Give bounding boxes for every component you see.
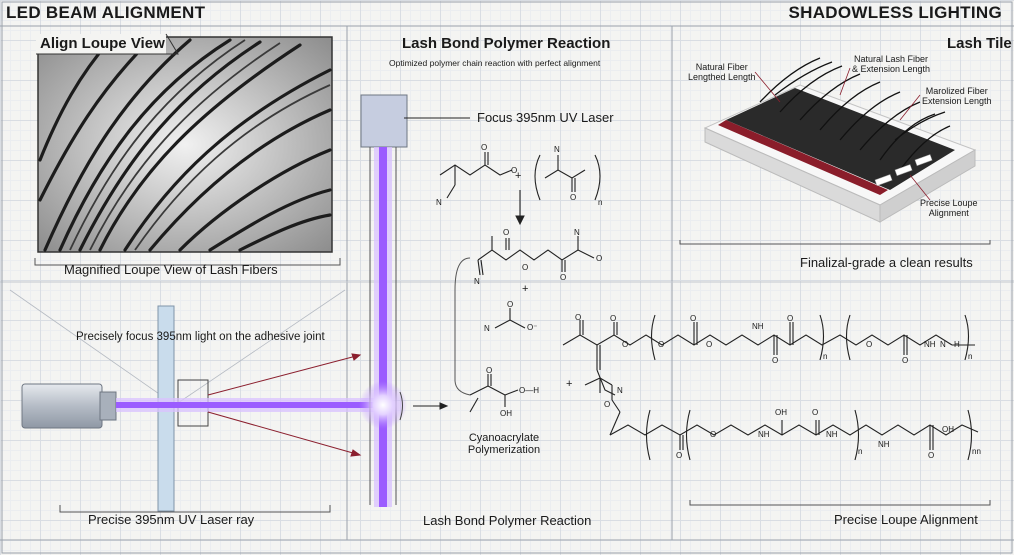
atom-o: O: [486, 366, 493, 375]
atom-nh: NH: [826, 430, 838, 439]
atom-o: O: [604, 400, 611, 409]
label-natural-lash-1: Natural Lash Fiber: [854, 54, 929, 64]
left-header: LED BEAM ALIGNMENT: [6, 3, 206, 22]
atom-o: O: [575, 313, 582, 322]
label-precise-2: Alignment: [928, 208, 969, 218]
reaction-subtitle: Optimized polymer chain reaction with pe…: [389, 58, 601, 68]
plus-sign: +: [515, 170, 522, 182]
label-natural-fiber-2: Lengthed Length: [688, 72, 756, 82]
atom-h: H: [954, 340, 960, 349]
tile-title: Lash Tile: [947, 35, 1012, 52]
label-natural-lash-2: & Extension Length: [852, 64, 931, 74]
atom-o: O: [560, 273, 567, 282]
atom-o: O: [710, 430, 717, 439]
right-header: SHADOWLESS LIGHTING: [788, 3, 1002, 22]
atom-o: O: [503, 228, 510, 237]
atom-o: O: [596, 254, 603, 263]
tile-caption: Finalizal-grade a clean results: [800, 255, 973, 270]
atom-o: O: [511, 166, 518, 175]
atom-o: O: [787, 314, 794, 323]
loupe-title: Align Loupe View: [40, 35, 165, 52]
atom-o: O: [507, 300, 514, 309]
cyano-line-1: Cyanoacrylate: [468, 432, 540, 444]
atom-o: O: [772, 356, 779, 365]
atom-oh: OH: [942, 425, 954, 434]
laser-label: Focus 395nm UV Laser: [477, 110, 614, 125]
atom-o-minus: O⁻: [527, 323, 538, 332]
atom-o: O: [522, 263, 529, 272]
label-natural-lash: Natural Lash Fiber & Extension Length: [852, 54, 930, 74]
atom-o: O: [928, 451, 935, 460]
beam-footer: Precise 395nm UV Laser ray: [88, 512, 255, 527]
atom-nh: NH: [752, 322, 764, 331]
plus-sign: +: [566, 378, 573, 390]
atom-n: N: [617, 386, 623, 395]
atom-n: N: [474, 277, 480, 286]
reaction-title: Lash Bond Polymer Reaction: [402, 35, 611, 52]
subscript-n: n: [968, 352, 973, 361]
atom-n: N: [940, 340, 946, 349]
atom-o: O: [658, 340, 665, 349]
subscript-n: n: [598, 198, 603, 207]
subscript-nn: nn: [972, 447, 981, 456]
atom-o: O: [610, 314, 617, 323]
reaction-footer: Lash Bond Polymer Reaction: [423, 513, 592, 528]
atom-o: O: [902, 356, 909, 365]
atom-nh: NH: [924, 340, 936, 349]
cyano-line-2: Polymerization: [467, 444, 541, 456]
label-precise-1: Precise Loupe: [920, 198, 978, 208]
subscript-n: n: [823, 352, 828, 361]
loupe-caption: Magnified Loupe View of Lash Fibers: [64, 262, 278, 277]
atom-o: O: [690, 314, 697, 323]
atom-o: O: [866, 340, 873, 349]
atom-o: O: [622, 340, 629, 349]
atom-o: O: [481, 143, 488, 152]
atom-nh: NH: [758, 430, 770, 439]
focus-text: Precisely focus 395nm light on the adhes…: [76, 331, 325, 343]
atom-oh: OH: [775, 408, 787, 417]
label-natural-fiber-1: Natural Fiber: [695, 62, 748, 72]
atom-o: O: [676, 451, 683, 460]
atom-o: O: [706, 340, 713, 349]
label-natural-fiber: Natural Fiber Lengthed Length: [688, 62, 756, 82]
cyanoacrylate-label: Cyanoacrylate Polymerization: [464, 432, 544, 456]
atom-n: N: [436, 198, 442, 207]
plus-sign: +: [522, 283, 529, 295]
label-precise: Precise Loupe Alignment: [920, 198, 978, 218]
atom-o-h: O—H: [519, 386, 539, 395]
atom-o: O: [812, 408, 819, 417]
label-marolized: Marolized Fiber Extension Length: [922, 86, 992, 106]
atom-n: N: [554, 145, 560, 154]
label-marolized-1: Marolized Fiber: [925, 86, 988, 96]
bottom-right-footer: Precise Loupe Alignment: [834, 512, 978, 527]
label-marolized-2: Extension Length: [922, 96, 992, 106]
atom-o: O: [570, 193, 577, 202]
atom-n: N: [574, 228, 580, 237]
atom-oh: OH: [500, 409, 512, 418]
subscript-n: n: [858, 447, 863, 456]
atom-n: N: [484, 324, 490, 333]
atom-nh: NH: [878, 440, 890, 449]
